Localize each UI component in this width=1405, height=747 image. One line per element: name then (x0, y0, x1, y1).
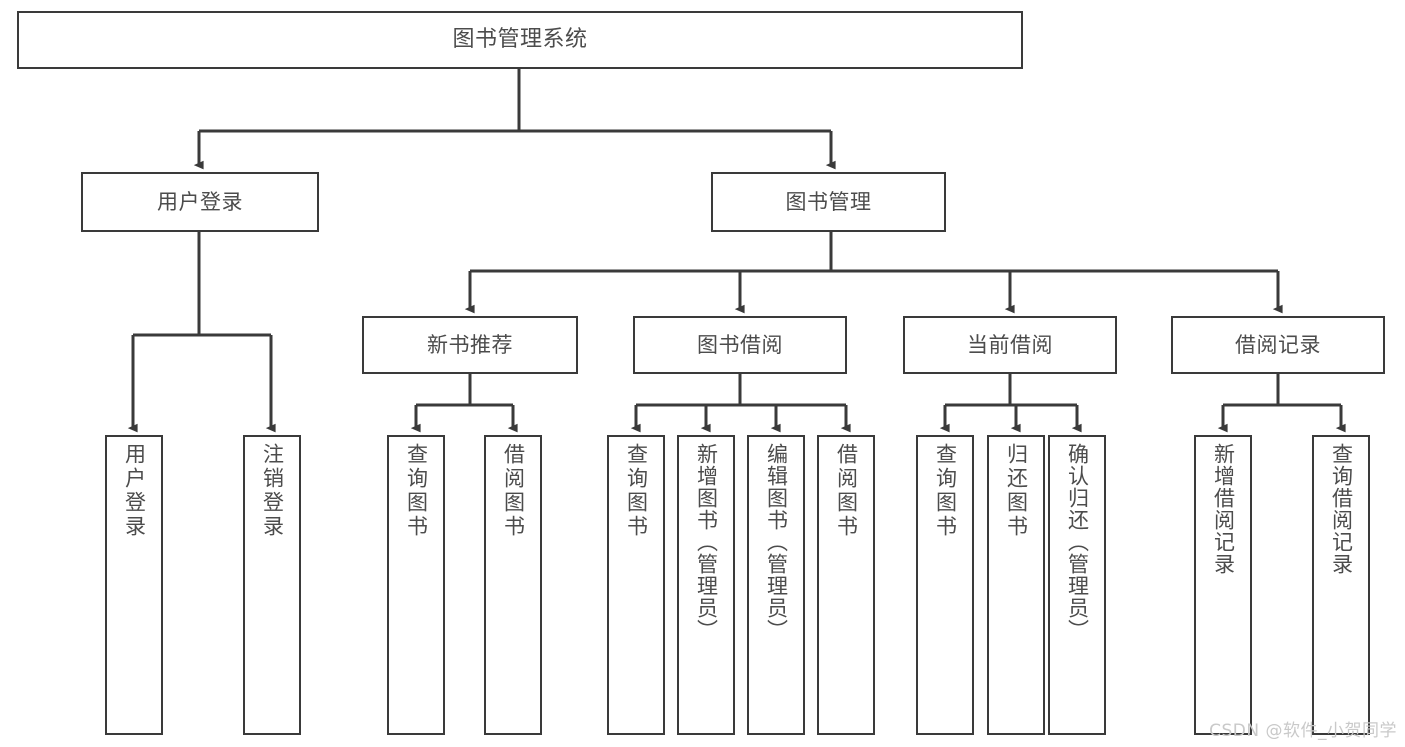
node-book-borrow[interactable]: 图书借阅 (633, 316, 847, 374)
node-label: 图书管理 (785, 189, 872, 214)
node-book-manage[interactable]: 图书管理 (711, 172, 946, 232)
leaf-user-login[interactable]: 用户登录 (105, 435, 163, 735)
leaf-borrow-book[interactable]: 借阅图书 (817, 435, 875, 735)
node-label: 新书推荐 (427, 332, 513, 357)
leaf-query-book-recommend[interactable]: 查询图书 (387, 435, 445, 735)
node-root-book-management-system[interactable]: 图书管理系统 (17, 11, 1023, 69)
node-label: 查询图书 (624, 443, 649, 539)
node-label: 查询借阅记录 (1329, 443, 1354, 575)
leaf-edit-book-admin[interactable]: 编辑图书（管理员） (747, 435, 805, 735)
node-label: 当前借阅 (967, 332, 1053, 357)
leaf-return-book[interactable]: 归还图书 (987, 435, 1045, 735)
node-label: 借阅图书 (834, 443, 859, 539)
node-label: 查询图书 (933, 443, 958, 539)
leaf-borrow-book-recommend[interactable]: 借阅图书 (484, 435, 542, 735)
leaf-query-book-current[interactable]: 查询图书 (916, 435, 974, 735)
node-label: 编辑图书（管理员） (764, 443, 789, 641)
node-label: 用户登录 (157, 189, 243, 214)
node-label: 图书管理系统 (452, 27, 588, 53)
node-label: 借阅记录 (1235, 332, 1321, 357)
node-new-book-recommend[interactable]: 新书推荐 (362, 316, 578, 374)
leaf-confirm-return-admin[interactable]: 确认归还（管理员） (1048, 435, 1106, 735)
node-label: 注销登录 (260, 443, 285, 539)
node-label: 新增借阅记录 (1211, 443, 1236, 575)
leaf-add-book-admin[interactable]: 新增图书（管理员） (677, 435, 735, 735)
node-label: 用户登录 (122, 443, 147, 539)
node-label: 新增图书（管理员） (694, 443, 719, 641)
node-label: 归还图书 (1004, 443, 1029, 539)
node-user-login[interactable]: 用户登录 (81, 172, 319, 232)
node-label: 确认归还（管理员） (1065, 443, 1090, 641)
leaf-logout-login[interactable]: 注销登录 (243, 435, 301, 735)
node-label: 图书借阅 (697, 332, 783, 357)
leaf-query-book-borrow[interactable]: 查询图书 (607, 435, 665, 735)
node-label: 查询图书 (404, 443, 429, 539)
node-borrow-record[interactable]: 借阅记录 (1171, 316, 1385, 374)
node-current-borrow[interactable]: 当前借阅 (903, 316, 1117, 374)
leaf-query-borrow-record[interactable]: 查询借阅记录 (1312, 435, 1370, 735)
leaf-add-borrow-record[interactable]: 新增借阅记录 (1194, 435, 1252, 735)
node-label: 借阅图书 (501, 443, 526, 539)
